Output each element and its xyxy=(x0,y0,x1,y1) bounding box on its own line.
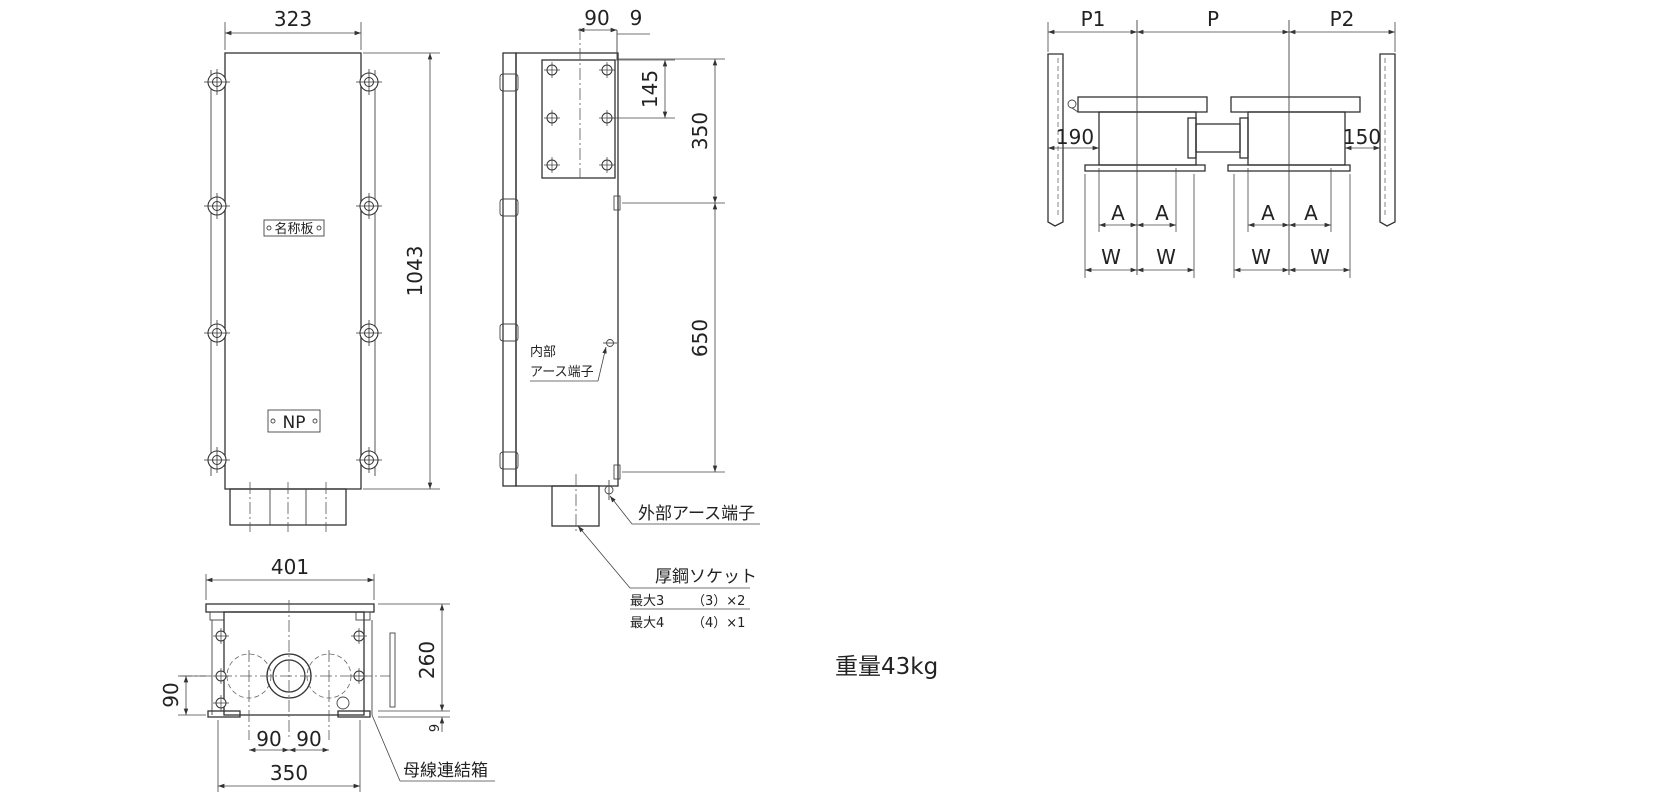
left-unit-top xyxy=(1077,96,1208,113)
side-socket xyxy=(551,485,600,527)
layout-a-3: A xyxy=(1261,201,1275,225)
connect-box-label: 母線連結箱 xyxy=(403,761,488,781)
mounting-bolt xyxy=(355,68,383,96)
front-height-dim: 1043 xyxy=(403,246,427,297)
layout-w-3: W xyxy=(1251,245,1271,269)
side-dim-90: 90 xyxy=(584,6,609,30)
layout-p2: P2 xyxy=(1330,7,1355,31)
weight-label: 重量43kg xyxy=(835,654,938,680)
side-dim-145: 145 xyxy=(638,70,662,108)
np-label: NP xyxy=(283,413,306,433)
side-dim-9: 9 xyxy=(630,6,643,30)
layout-w-1: W xyxy=(1101,245,1121,269)
bottom-hole-dim-2: 90 xyxy=(296,727,321,751)
side-view: 90 9 145 350 650 内部 アース端子 外部アース端子 厚鋼ソケット… xyxy=(499,6,760,631)
right-wall xyxy=(1379,53,1396,227)
bottom-height-dim: 260 xyxy=(415,641,439,679)
connect-box-plate xyxy=(389,632,396,708)
connection-plate xyxy=(541,59,616,179)
socket-max3-spec: （3）×2 xyxy=(692,594,745,609)
side-dim-350: 350 xyxy=(688,112,712,150)
mounting-bolt xyxy=(203,192,231,220)
socket-max4-spec: （4）×1 xyxy=(692,616,745,631)
layout-a-1: A xyxy=(1111,201,1125,225)
nameplate xyxy=(263,219,325,237)
socket-max4: 最大4 xyxy=(630,616,664,631)
layout-dim-150: 150 xyxy=(1343,125,1381,149)
mounting-bolt xyxy=(355,446,383,474)
bottom-body xyxy=(223,611,365,716)
coupler xyxy=(1195,123,1241,153)
internal-earth-label-line2: アース端子 xyxy=(530,365,594,380)
bottom-dim-9: 9 xyxy=(428,724,443,732)
layout-w-4: W xyxy=(1310,245,1330,269)
mounting-bolt xyxy=(203,319,231,347)
bottom-view: 401 260 9 90 90 90 350 母線連結箱 xyxy=(159,555,495,792)
layout-dim-190: 190 xyxy=(1056,125,1094,149)
np-plate xyxy=(267,409,321,433)
layout-view: P1 P P2 190 150 A A A A W W W W xyxy=(1047,7,1396,278)
external-earth-label: 外部アース端子 xyxy=(638,504,755,524)
side-dim-650: 650 xyxy=(688,319,712,357)
mounting-bolt xyxy=(203,68,231,96)
bottom-top-flange xyxy=(205,603,375,613)
left-unit-body xyxy=(1098,111,1197,166)
mounting-bolt xyxy=(355,319,383,347)
nameplate-label: 名称板 xyxy=(274,221,313,237)
layout-p1: P1 xyxy=(1081,7,1106,31)
bottom-hole-dim-1: 90 xyxy=(256,727,281,751)
internal-earth-label-line1: 内部 xyxy=(530,344,556,360)
mounting-bolt xyxy=(203,446,231,474)
left-wall xyxy=(1047,53,1064,227)
bottom-left-dim: 90 xyxy=(159,682,183,707)
side-flange xyxy=(502,52,517,487)
mounting-bolt xyxy=(355,192,383,220)
layout-a-2: A xyxy=(1155,201,1169,225)
socket-label: 厚鋼ソケット xyxy=(655,567,757,587)
bottom-base-dim: 350 xyxy=(270,761,308,785)
front-width-dim: 323 xyxy=(274,7,312,31)
front-view: 名称板 NP 323 1043 xyxy=(203,7,440,532)
layout-a-4: A xyxy=(1304,201,1318,225)
layout-w-2: W xyxy=(1156,245,1176,269)
right-unit-top xyxy=(1230,96,1361,113)
bottom-width-dim: 401 xyxy=(271,555,309,579)
socket-max3: 最大3 xyxy=(630,594,664,609)
right-unit-body xyxy=(1247,111,1346,166)
layout-p: P xyxy=(1207,7,1219,31)
